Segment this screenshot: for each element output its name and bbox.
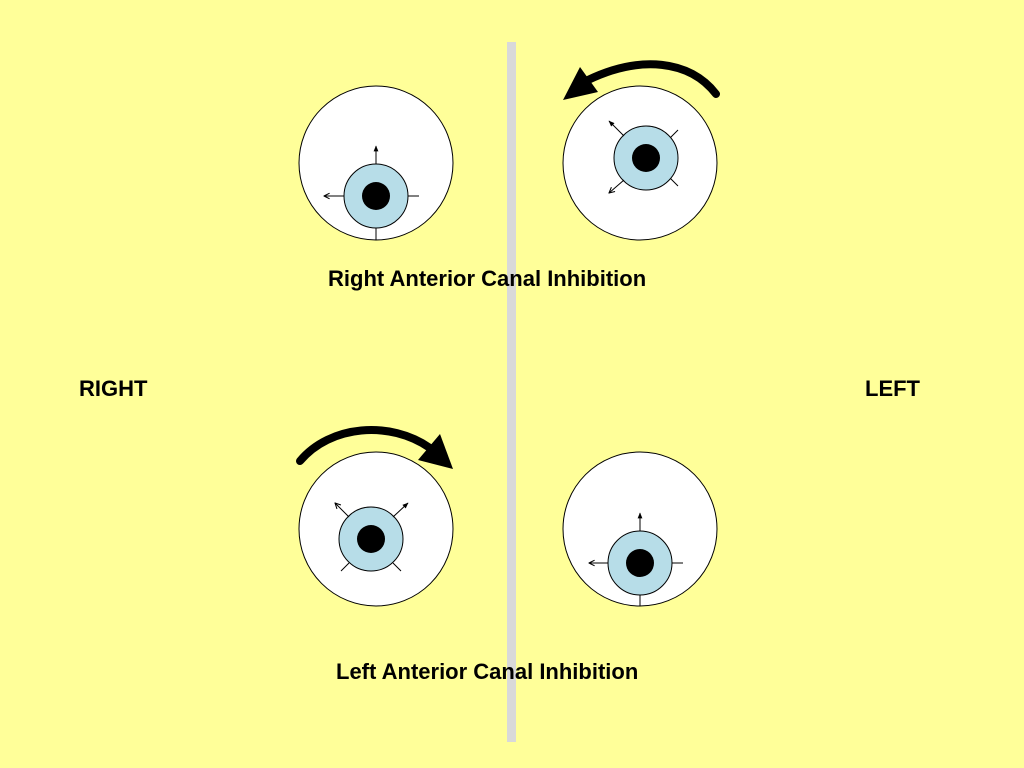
- bottom-diagram-title: Left Anterior Canal Inhibition: [336, 659, 639, 684]
- pupil: [362, 182, 390, 210]
- counterclockwise-rotation-arrow-icon: [563, 60, 720, 100]
- right-side-label: RIGHT: [79, 376, 148, 401]
- clockwise-rotation-arrow-icon: [296, 426, 453, 469]
- top-diagram-title: Right Anterior Canal Inhibition: [328, 266, 647, 291]
- pupil: [357, 525, 385, 553]
- eye-bottom-left-side: [562, 451, 718, 607]
- arrow-up-left-icon: [608, 120, 625, 137]
- eye-top-right-side: [298, 85, 454, 241]
- pupil: [626, 549, 654, 577]
- center-divider: [507, 42, 516, 742]
- pupil: [632, 144, 660, 172]
- arrow-up-left-icon: [335, 503, 350, 518]
- eye-bottom-right-side: [298, 451, 454, 607]
- arrow-down-left-icon: [609, 179, 625, 193]
- arrow-up-right-icon: [392, 502, 409, 518]
- left-side-label: LEFT: [865, 376, 920, 401]
- eye-top-left-side: [562, 85, 718, 241]
